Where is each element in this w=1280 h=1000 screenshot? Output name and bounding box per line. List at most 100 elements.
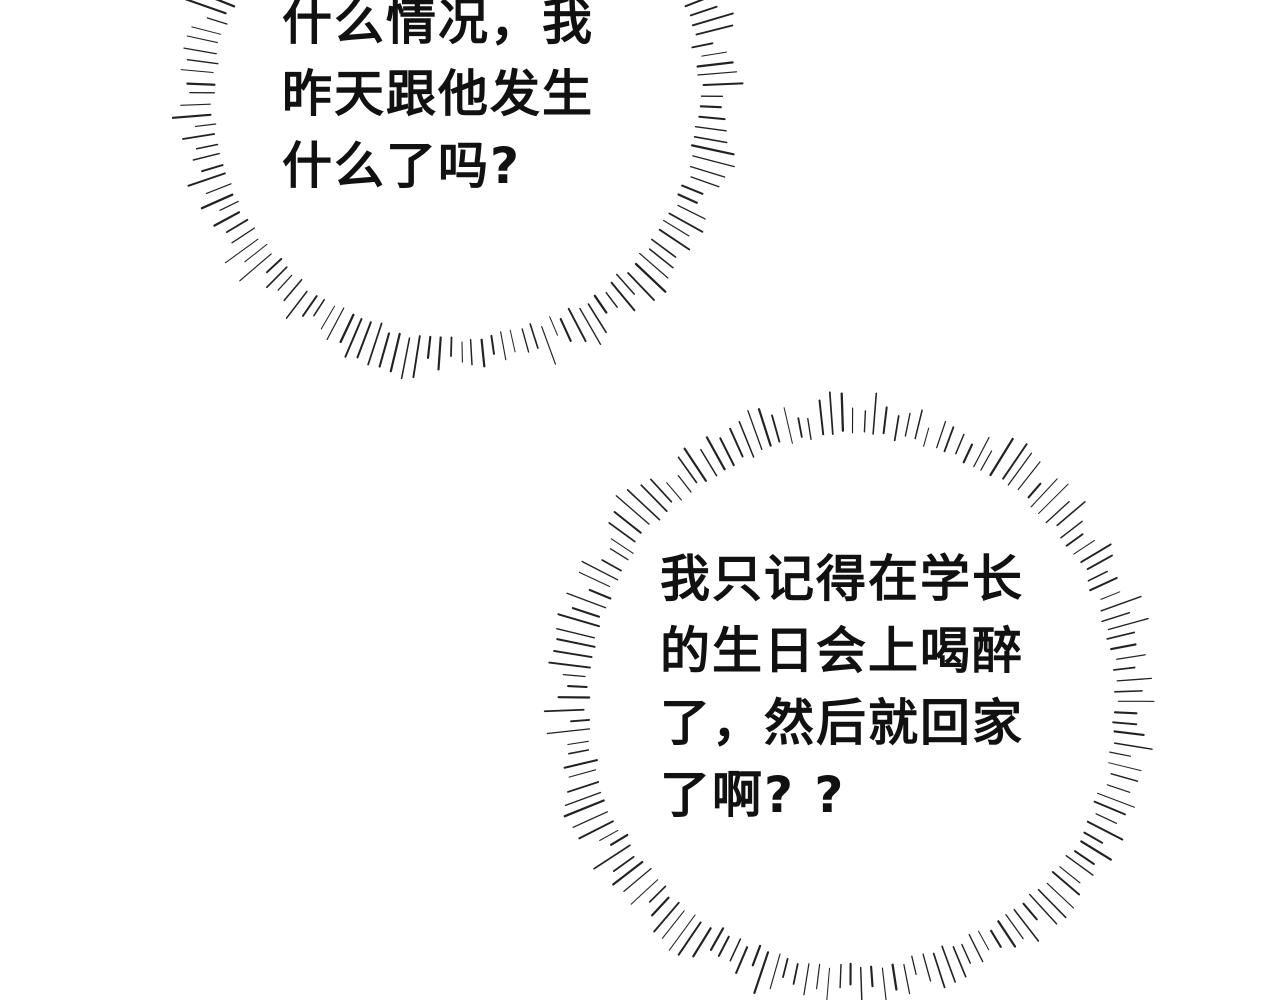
burst-2-stroke	[1108, 762, 1142, 772]
burst-2-stroke	[1086, 820, 1124, 841]
burst-1-stroke	[639, 252, 669, 279]
burst-2-stroke	[1013, 909, 1040, 942]
burst-2-stroke	[973, 436, 990, 468]
burst-1-stroke	[509, 329, 516, 353]
burst-1-stroke	[541, 326, 556, 365]
burst-2-stroke	[630, 879, 659, 905]
burst-2-stroke	[1065, 533, 1084, 547]
bubble-2-line-1: 我只记得在学长	[660, 550, 1024, 608]
burst-1-stroke	[610, 281, 636, 312]
burst-1-stroke	[301, 295, 318, 317]
burst-1-stroke	[437, 336, 442, 371]
burst-1-stroke	[194, 123, 217, 127]
burst-1-stroke	[450, 336, 453, 357]
burst-1-stroke	[266, 257, 283, 274]
burst-2-stroke	[922, 953, 932, 982]
burst-2-stroke	[904, 412, 911, 437]
burst-2-stroke	[578, 571, 611, 588]
burst-2-stroke	[747, 410, 763, 451]
burst-2-stroke	[1002, 443, 1028, 480]
burst-2-stroke	[1112, 721, 1138, 726]
speech-bubble-2: 我只记得在学长 的生日会上喝醉 了，然后就回家 了啊? ?	[660, 543, 1024, 831]
bubble-2-line-4: 了啊? ?	[660, 766, 846, 824]
burst-1-stroke	[225, 218, 249, 234]
burst-1-stroke	[277, 274, 293, 291]
burst-2-stroke	[1027, 482, 1042, 499]
burst-2-stroke	[955, 433, 965, 455]
burst-2-stroke	[990, 929, 1002, 948]
burst-2-stroke	[771, 414, 781, 443]
burst-1-stroke	[701, 51, 727, 57]
burst-1-stroke	[695, 24, 734, 36]
burst-2-stroke	[1113, 742, 1153, 750]
burst-2-stroke	[1095, 813, 1118, 824]
burst-2-stroke	[968, 933, 984, 963]
burst-2-stroke	[705, 436, 726, 471]
burst-1-stroke	[326, 307, 345, 341]
burst-2-stroke	[626, 489, 661, 521]
burst-2-stroke	[661, 910, 685, 939]
burst-2-stroke	[677, 921, 702, 956]
burst-1-stroke	[389, 332, 401, 373]
burst-2-stroke	[977, 930, 990, 951]
burst-2-stroke	[588, 588, 612, 600]
burst-2-stroke	[1059, 866, 1081, 884]
burst-2-stroke	[601, 559, 622, 572]
burst-2-stroke	[1005, 913, 1024, 940]
burst-2-stroke	[609, 548, 629, 561]
burst-1-stroke	[698, 115, 726, 121]
burst-1-stroke	[265, 266, 288, 289]
burst-1-stroke	[684, 0, 705, 8]
burst-2-stroke	[692, 927, 712, 958]
burst-2-stroke	[859, 966, 863, 1000]
burst-2-stroke	[863, 410, 867, 433]
burst-1-stroke	[663, 219, 690, 237]
burst-1-stroke	[215, 0, 236, 8]
burst-2-stroke	[1109, 751, 1132, 757]
burst-2-stroke	[923, 427, 930, 447]
burst-1-stroke	[206, 17, 228, 25]
burst-2-stroke	[556, 638, 596, 648]
burst-2-stroke	[581, 560, 619, 581]
burst-1-stroke	[344, 318, 363, 358]
burst-2-stroke	[1086, 554, 1113, 571]
burst-2-stroke	[1056, 501, 1086, 527]
speech-bubble-1: 什么情况，我 昨天跟他发生 什么了吗?	[282, 0, 594, 202]
burst-2-stroke	[612, 855, 635, 872]
burst-2-stroke	[828, 391, 834, 435]
burst-2-stroke	[570, 718, 591, 723]
burst-2-stroke	[623, 867, 652, 893]
burst-1-stroke	[186, 35, 218, 44]
burst-2-stroke	[566, 592, 607, 609]
burst-2-stroke	[961, 943, 972, 964]
burst-2-stroke	[717, 935, 730, 957]
burst-2-stroke	[1080, 543, 1112, 564]
burst-2-stroke	[891, 963, 898, 991]
burst-2-stroke	[709, 927, 725, 951]
burst-2-stroke	[610, 538, 634, 554]
burst-2-stroke	[1083, 831, 1104, 844]
burst-2-stroke	[818, 399, 825, 436]
burst-2-stroke	[870, 965, 874, 988]
burst-1-stroke	[191, 26, 222, 35]
burst-2-stroke	[1080, 840, 1112, 861]
burst-2-stroke	[1107, 617, 1149, 631]
burst-2-stroke	[738, 420, 755, 458]
burst-1-stroke	[192, 152, 220, 161]
burst-2-stroke	[609, 833, 629, 846]
burst-1-stroke	[186, 82, 216, 86]
burst-2-stroke	[782, 958, 789, 978]
burst-2-stroke	[1060, 520, 1083, 539]
burst-2-stroke	[1046, 882, 1075, 909]
burst-2-stroke	[1045, 500, 1070, 524]
burst-1-stroke	[231, 227, 256, 244]
burst-1-stroke	[480, 338, 486, 368]
burst-1-stroke	[689, 5, 718, 17]
burst-2-stroke	[1100, 595, 1142, 612]
burst-2-stroke	[648, 885, 667, 903]
burst-2-stroke	[1116, 654, 1146, 660]
bubble-2-line-3: 了，然后就回家	[660, 694, 1024, 752]
burst-2-stroke	[564, 791, 602, 807]
burst-2-stroke	[677, 456, 698, 484]
